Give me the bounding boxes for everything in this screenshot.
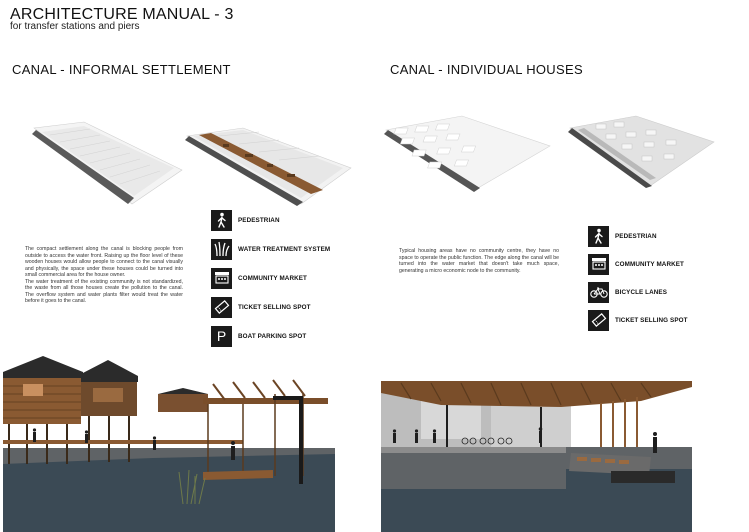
pedestrian-icon [588, 225, 609, 247]
community-market-icon [211, 267, 232, 289]
legend-item-ticket-selling: TICKET SELLING SPOT [211, 296, 330, 318]
water-treatment-icon [211, 238, 232, 260]
description-paragraph: Typical housing areas have no community … [399, 248, 559, 274]
aerial-existing-settlement [24, 118, 184, 206]
legend-item-ticket-selling: TICKET SELLING SPOT [588, 309, 688, 331]
legend-label: TICKET SELLING SPOT [238, 303, 311, 311]
legend-item-pedestrian: PEDESTRIAN [211, 209, 330, 231]
description-paragraph: The compact settlement along the canal i… [25, 246, 183, 278]
legend-label: WATER TREATMENT SYSTEM [238, 245, 331, 253]
legend-item-water-treatment: WATER TREATMENT SYSTEM [211, 238, 330, 260]
legend-informal-settlement: PEDESTRIAN WATER TREATMENT SYSTEM COMMUN… [211, 209, 330, 354]
legend-individual-houses: PEDESTRIAN COMMUNITY MARKET BICYCLE LANE… [588, 225, 688, 337]
legend-label: TICKET SELLING SPOT [615, 316, 688, 324]
legend-label: PEDESTRIAN [615, 232, 657, 240]
aerial-proposed-settlement [183, 124, 353, 206]
ticket-icon [588, 309, 609, 331]
bicycle-icon [588, 281, 609, 303]
legend-item-boat-parking: P BOAT PARKING SPOT [211, 325, 330, 347]
aerial-existing-houses [382, 112, 552, 192]
page-subtitle: for transfer stations and piers [10, 21, 140, 32]
legend-item-community-market: COMMUNITY MARKET [588, 253, 688, 275]
legend-item-community-market: COMMUNITY MARKET [211, 267, 330, 289]
aerial-proposed-houses [566, 112, 716, 188]
legend-label: PEDESTRIAN [238, 216, 280, 224]
community-market-icon [588, 253, 609, 275]
legend-label: BICYCLE LANES [615, 288, 668, 296]
legend-label: BOAT PARKING SPOT [238, 332, 307, 340]
section-render-informal-settlement [3, 354, 335, 532]
page-title: ARCHITECTURE MANUAL - 3 [10, 6, 234, 23]
ticket-icon [211, 296, 232, 318]
description-individual-houses: Typical housing areas have no community … [399, 248, 559, 274]
description-paragraph: The water treatment of the existing comm… [25, 278, 183, 305]
section-title-informal-settlement: CANAL - INFORMAL SETTLEMENT [12, 62, 231, 77]
section-render-individual-houses [381, 379, 692, 532]
parking-icon: P [211, 325, 232, 347]
section-title-individual-houses: CANAL - INDIVIDUAL HOUSES [390, 62, 583, 77]
description-informal-settlement: The compact settlement along the canal i… [25, 246, 183, 305]
parking-glyph: P [216, 328, 227, 344]
pedestrian-icon [211, 209, 232, 231]
legend-label: COMMUNITY MARKET [615, 260, 684, 268]
legend-label: COMMUNITY MARKET [238, 274, 307, 282]
legend-item-pedestrian: PEDESTRIAN [588, 225, 688, 247]
legend-item-bicycle-lanes: BICYCLE LANES [588, 281, 688, 303]
